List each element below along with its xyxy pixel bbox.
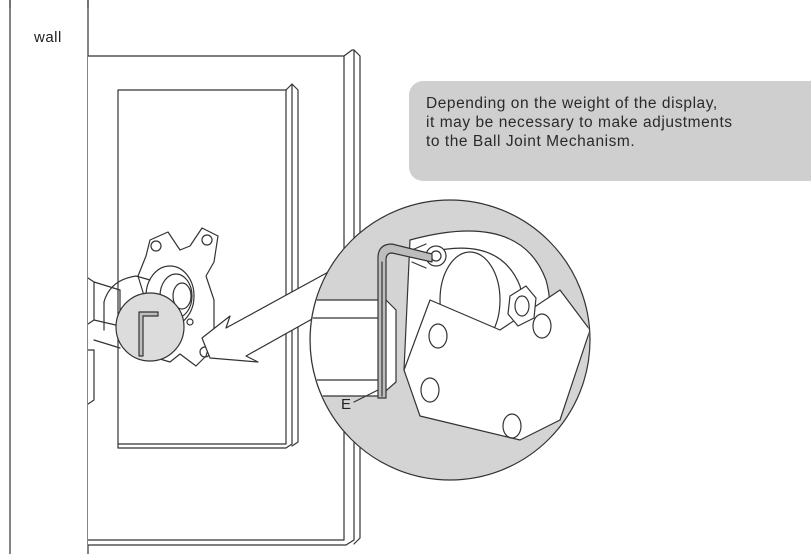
adjustment-note: Depending on the weight of the display, … xyxy=(409,81,811,181)
zoom-source-circle xyxy=(115,292,185,362)
wall xyxy=(9,0,89,554)
allen-key-label: E xyxy=(341,396,352,413)
small-allen-key xyxy=(138,311,159,357)
note-line-3: to the Ball Joint Mechanism. xyxy=(426,133,636,150)
wall-label: wall xyxy=(34,29,62,46)
note-line-1: Depending on the weight of the display, xyxy=(426,95,718,112)
allen-key-e xyxy=(377,243,433,399)
note-line-2: it may be necessary to make adjustments xyxy=(426,114,733,131)
detail-circle xyxy=(309,199,591,481)
